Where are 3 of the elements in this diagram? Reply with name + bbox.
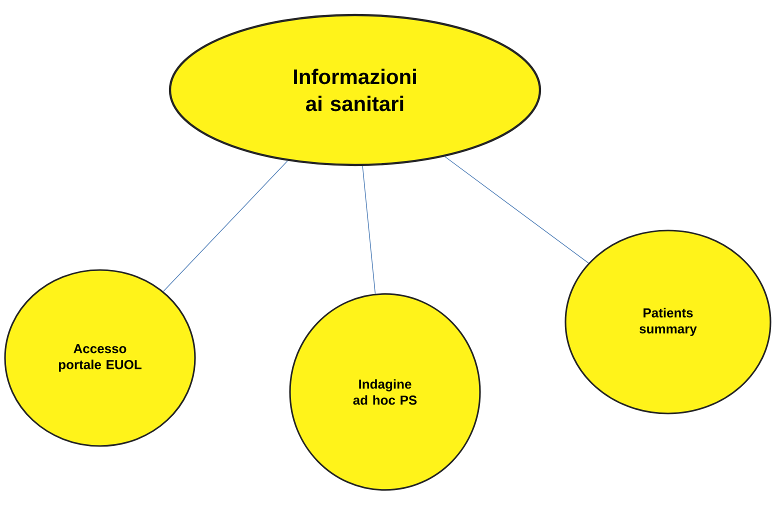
connector-line <box>362 166 376 294</box>
connector-line <box>444 156 589 264</box>
connector-line <box>163 160 288 292</box>
